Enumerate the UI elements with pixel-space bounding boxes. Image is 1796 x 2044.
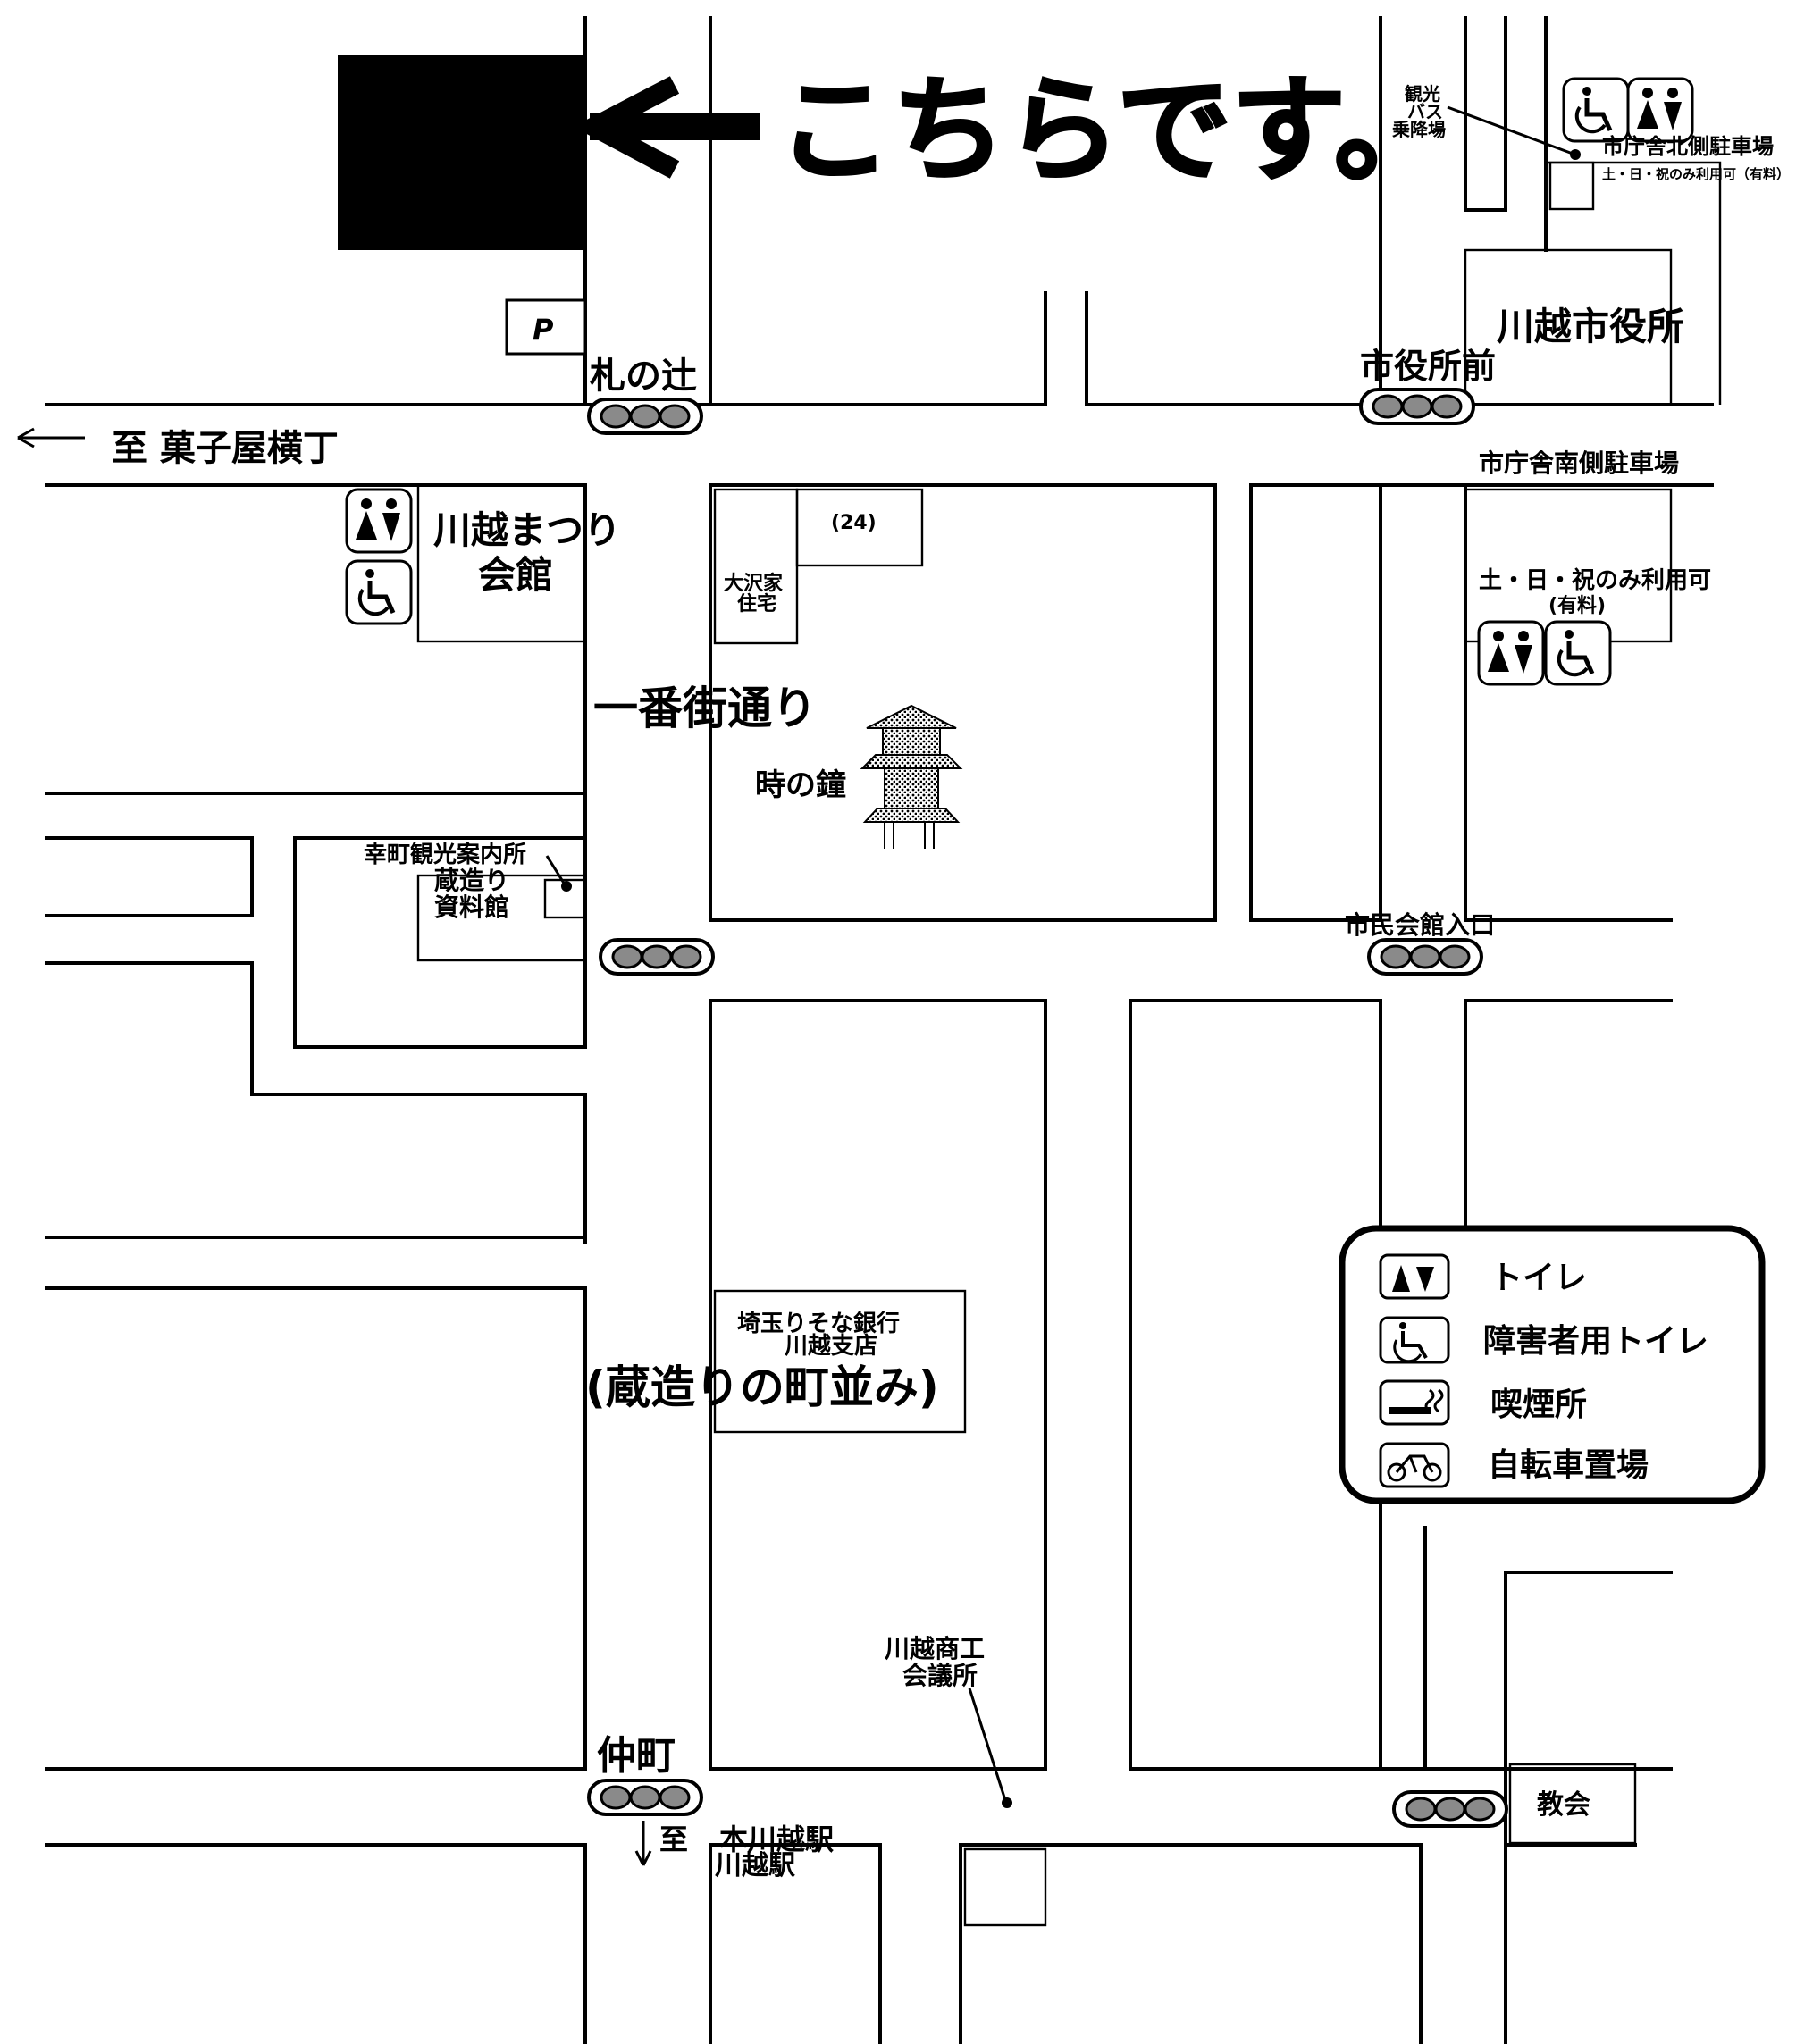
toilet-icon	[1379, 1253, 1450, 1300]
building-outlines	[416, 161, 1722, 1927]
bus-stop-label: 観光	[1405, 83, 1440, 105]
destination-building	[338, 55, 585, 250]
toilet-icon	[345, 488, 413, 554]
kurazukuri-museum-label: 蔵造り	[434, 866, 509, 895]
accessible-toilet-icon	[1379, 1316, 1450, 1364]
toilet-icon	[1477, 620, 1545, 686]
parking-box	[505, 298, 587, 356]
osawa-house-label-2: 住宅	[737, 592, 776, 616]
resona-bank-label: 埼玉りそな銀行	[737, 1310, 900, 1337]
south-parking-note-2: (有料)	[1548, 594, 1606, 617]
traffic-signal-icon	[587, 1779, 703, 1816]
south-parking-label: 市庁舎南側駐車場	[1479, 448, 1679, 478]
bus-stop-label-2: バス	[1407, 101, 1443, 122]
destination-label: こちらです。	[777, 64, 1448, 197]
shop-mark-label: (24)	[831, 512, 877, 534]
accessible-toilet-icon	[1546, 622, 1610, 684]
church-label: 教会	[1537, 1789, 1590, 1821]
accessible-toilet-icon	[347, 561, 411, 624]
bicycle-parking-icon	[1379, 1442, 1450, 1488]
accessible-toilet-icon	[1564, 79, 1628, 141]
parking-label: P	[533, 313, 554, 347]
road-network	[45, 16, 1714, 2044]
north-parking-note: 土・日・祝のみ利用可（有料）	[1602, 166, 1790, 182]
destination-marker: こちらです。	[338, 55, 1450, 250]
legend-label: 障害者用トイレ	[1483, 1323, 1708, 1360]
direction-hon-kawagoe: 本川越駅	[719, 1822, 834, 1856]
kurazukuri-museum-label-2: 資料館	[434, 892, 509, 922]
legend-label: トイレ	[1490, 1260, 1587, 1296]
matsuri-kaikan-label: 川越まつり	[433, 508, 621, 552]
bell-tower-icon	[860, 704, 963, 849]
intersection-nakacho: 仲町	[597, 1733, 676, 1779]
direction-kawagoe: 川越駅	[715, 1850, 795, 1881]
street-kurazukuri: (蔵造りの町並み)	[585, 1361, 939, 1413]
traffic-signal-icon	[1367, 938, 1483, 976]
toki-no-kane-label: 時の鐘	[755, 767, 846, 803]
north-parking-label: 市庁舎北側駐車場	[1602, 134, 1774, 159]
chamber-label: 川越商工	[885, 1634, 985, 1663]
city-hall-label: 川越市役所	[1497, 305, 1684, 348]
traffic-signal-icon	[1359, 388, 1475, 425]
traffic-signal-icon	[599, 938, 715, 976]
legend-label: 喫煙所	[1490, 1386, 1587, 1423]
legend-label: 自転車置場	[1488, 1447, 1649, 1484]
smoking-area-icon	[1379, 1379, 1450, 1426]
traffic-signal-icon	[587, 398, 703, 435]
matsuri-kaikan-label-2: 会館	[478, 553, 553, 597]
direction-station-prefix: 至	[659, 1822, 688, 1856]
chamber-label-2: 会議所	[902, 1661, 978, 1690]
direction-kashiya: 至 菓子屋横丁	[112, 428, 339, 469]
street-ichibangai: 一番街通り	[593, 683, 817, 734]
bus-stop-label-3: 乗降場	[1392, 119, 1446, 140]
saimachi-info-label: 幸町観光案内所	[364, 841, 526, 868]
toilet-icon	[1626, 77, 1694, 143]
osawa-house-label: 大沢家	[724, 572, 784, 595]
intersection-fudanotsuji: 札の辻	[590, 356, 697, 397]
intersection-shiyakushomae: 市役所前	[1360, 347, 1496, 386]
traffic-signal-icon	[1392, 1790, 1508, 1828]
resona-bank-label-2: 川越支店	[785, 1333, 877, 1360]
south-parking-note: 土・日・祝のみ利用可	[1479, 567, 1711, 594]
intersection-shiminkaikan: 市民会館入口	[1345, 910, 1495, 940]
arrow-south-icon	[634, 1821, 652, 1866]
map-legend: トイレ 障害者用トイレ 喫煙所 自転車置場	[1339, 1225, 1766, 1504]
arrow-west-icon	[17, 427, 85, 448]
